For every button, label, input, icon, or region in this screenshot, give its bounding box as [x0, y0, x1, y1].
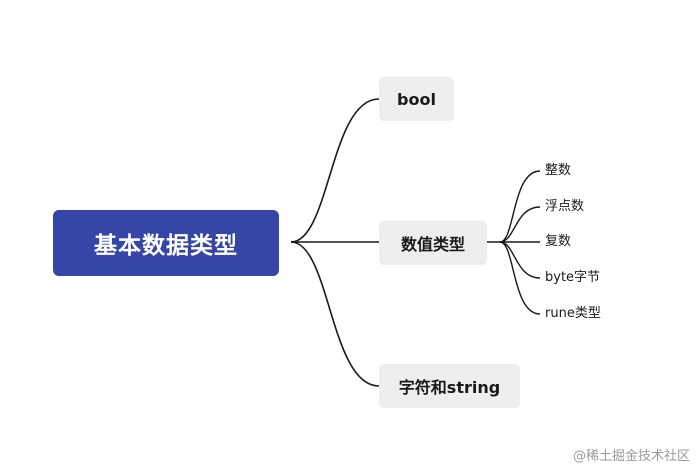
branch-node-bool: bool: [379, 77, 454, 121]
connector-root-to-bool: [290, 98, 380, 243]
watermark-text: @稀土掘金技术社区: [572, 449, 690, 464]
connector-numeric-to-leaf-5: [499, 241, 541, 315]
connector-root-to-string: [290, 241, 380, 387]
leaf-node-float: 浮点数: [545, 199, 585, 214]
connector-numeric-to-leaf-1: [499, 170, 541, 243]
leaf-node-rune: rune类型: [545, 306, 601, 321]
leaf-node-byte: byte字节: [545, 270, 601, 285]
leaf-node-integer: 整数: [545, 163, 572, 178]
branch-node-chars-and-string: 字符和string: [379, 364, 520, 408]
branch-node-numeric-types: 数值类型: [379, 221, 487, 265]
connector-numeric-to-leaf-2: [499, 206, 541, 243]
root-node: 基本数据类型: [53, 210, 279, 276]
leaf-node-complex: 复数: [545, 234, 572, 249]
